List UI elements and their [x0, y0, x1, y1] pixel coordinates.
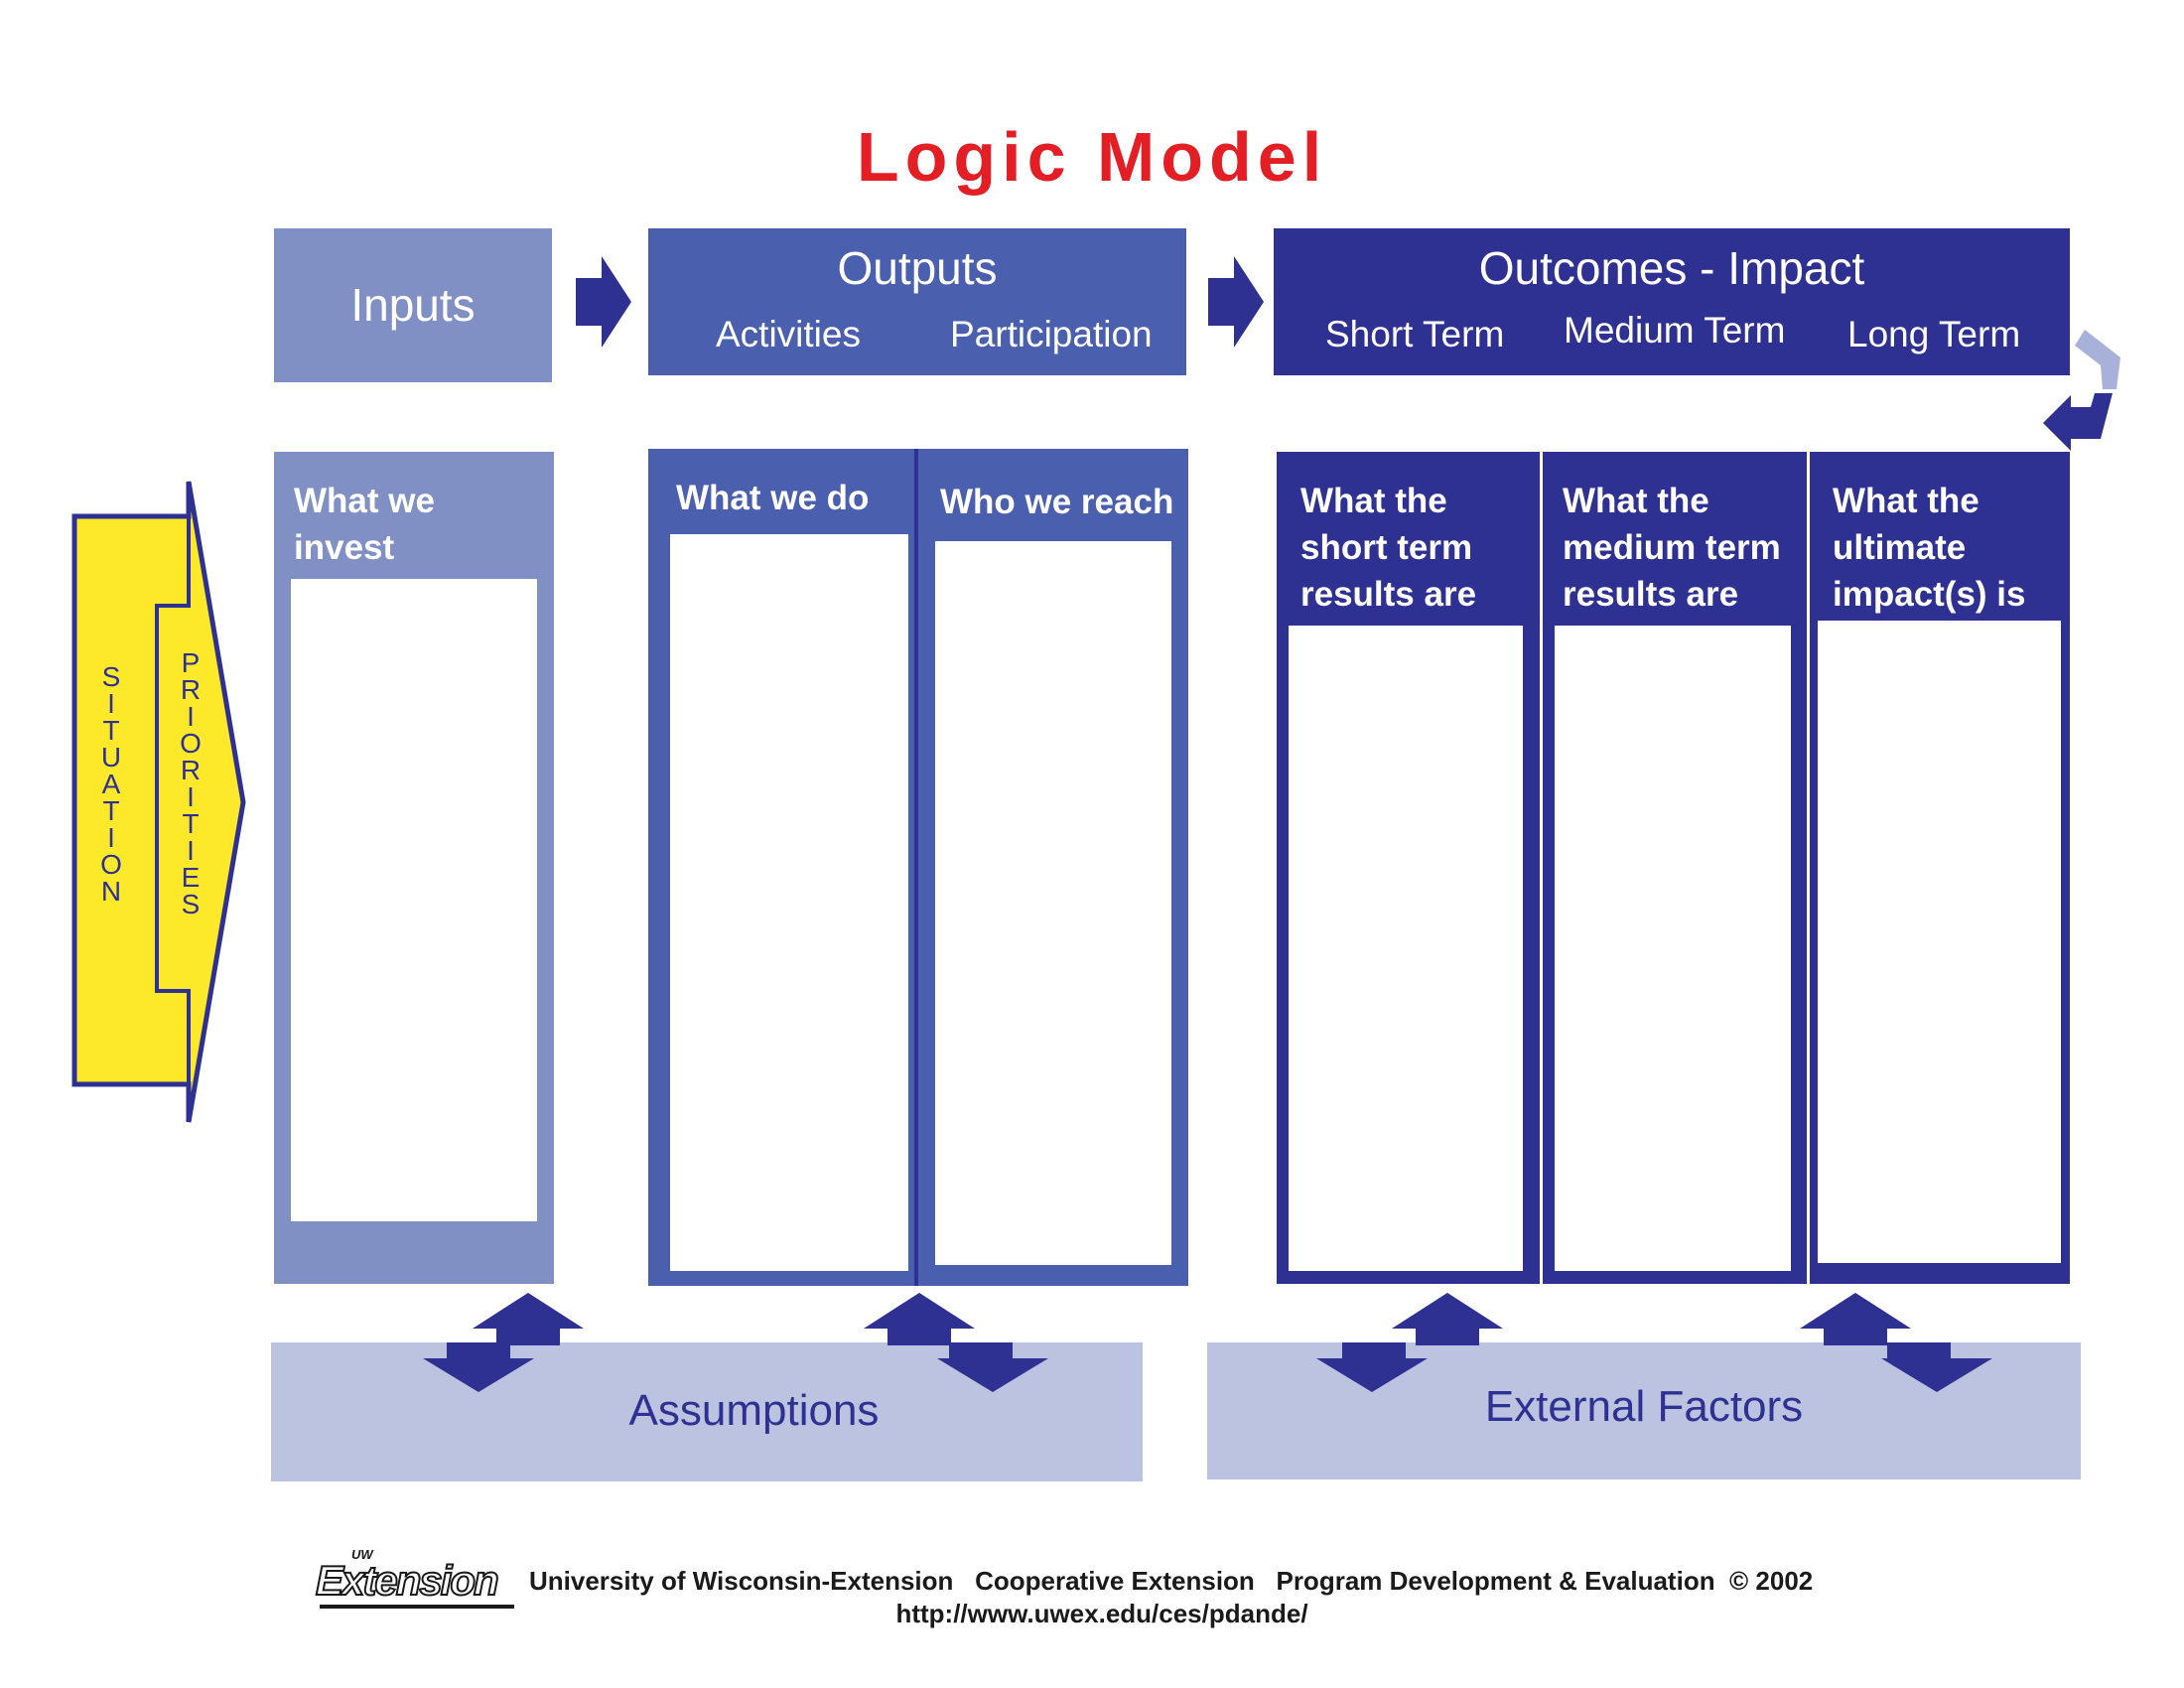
situation-priorities-arrow — [71, 481, 246, 1123]
inputs-entry-box[interactable] — [291, 579, 537, 1221]
activities-entry-box[interactable] — [670, 534, 908, 1271]
vertical-letter: I — [107, 688, 115, 719]
outcomes-header: Outcomes - Impact Short Term Medium Term… — [1274, 228, 2070, 375]
assumptions-inputs-arrows — [423, 1293, 584, 1392]
vertical-letter: O — [180, 728, 202, 759]
outputs-header-title: Outputs — [837, 242, 998, 294]
short-term-entry-box[interactable] — [1289, 626, 1523, 1271]
outputs-column: What we do Who we reach — [648, 449, 1188, 1286]
outputs-sub-participation: Participation — [950, 314, 1153, 354]
participation-entry-box[interactable] — [935, 541, 1171, 1265]
short-term-column: What the short term results are — [1277, 452, 1540, 1284]
outcomes-sub-medium: Medium Term — [1564, 310, 1786, 351]
vertical-letter: R — [180, 674, 202, 705]
medium-term-entry-box[interactable] — [1555, 626, 1791, 1271]
vertical-letter: O — [100, 849, 122, 880]
outcomes-sub-short: Short Term — [1325, 314, 1505, 354]
outputs-sub-activities: Activities — [716, 314, 861, 354]
assumptions-outputs-arrows — [864, 1293, 1048, 1392]
vertical-letter: P — [181, 647, 201, 678]
feedback-loop-arrow — [2043, 330, 2120, 451]
participation-column-heading: Who we reach — [940, 483, 1174, 521]
vertical-letter: S — [101, 661, 121, 692]
vertical-letter: T — [102, 795, 120, 826]
vertical-letter: I — [107, 822, 115, 853]
medium-term-column: What the medium term results are — [1543, 452, 1807, 1284]
vertical-letter: U — [100, 742, 122, 773]
external-long-term-arrows — [1800, 1293, 1992, 1392]
flow-arrow-1 — [576, 256, 631, 348]
assumptions-label: Assumptions — [628, 1386, 880, 1435]
inputs-header-label: Inputs — [350, 279, 476, 331]
outputs-header: Outputs Activities Participation — [648, 228, 1186, 375]
vertical-letter: S — [181, 889, 201, 919]
inputs-column-heading: What we invest — [294, 482, 435, 567]
vertical-letter: T — [102, 715, 120, 746]
medium-term-column-heading: What the medium term results are — [1563, 482, 1781, 614]
long-term-entry-box[interactable] — [1818, 621, 2061, 1263]
vertical-letter: I — [187, 701, 195, 732]
inputs-header: Inputs — [274, 228, 552, 382]
inputs-column: What we invest — [274, 452, 554, 1284]
vertical-letter: T — [182, 808, 200, 839]
outcomes-header-title: Outcomes - Impact — [1478, 242, 1865, 294]
vertical-letter: I — [187, 835, 195, 866]
short-term-column-heading: What the short term results are — [1300, 482, 1477, 614]
external-short-term-arrows — [1316, 1293, 1503, 1392]
external-factors-label: External Factors — [1484, 1382, 1804, 1431]
footer-credit-line: University of Wisconsin-Extension Cooper… — [529, 1566, 1814, 1596]
vertical-letter: R — [180, 755, 202, 785]
vertical-letter: N — [100, 876, 122, 907]
activities-column-heading: What we do — [676, 479, 870, 517]
uw-extension-logo: UW Extension — [315, 1547, 520, 1609]
logo-underline — [320, 1605, 514, 1609]
vertical-letter: I — [187, 781, 195, 812]
uw-logo-small: UW — [351, 1547, 373, 1562]
vertical-letter: A — [101, 769, 121, 799]
footer-url[interactable]: http://www.uwex.edu/ces/pdande/ — [895, 1599, 1308, 1628]
outputs-divider — [914, 449, 918, 1286]
long-term-column-heading: What the ultimate impact(s) is — [1833, 482, 2026, 614]
vertical-letter: E — [181, 862, 201, 893]
page-title: Logic Model — [856, 118, 1328, 196]
outcomes-sub-long: Long Term — [1847, 314, 2021, 354]
long-term-column: What the ultimate impact(s) is — [1810, 452, 2070, 1284]
flow-arrow-2 — [1208, 256, 1264, 348]
extension-logo-text: Extension — [315, 1556, 500, 1605]
